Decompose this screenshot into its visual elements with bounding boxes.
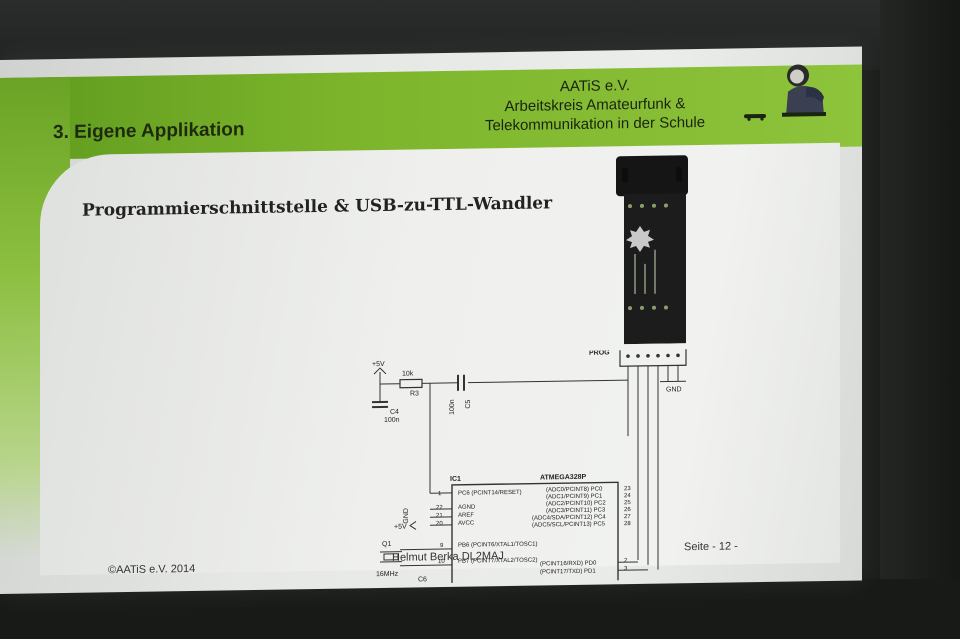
pin-left-label-4: PB6 (PCINT6/XTAL1/TOSC1) — [458, 542, 537, 549]
ic-name: IC1 — [450, 476, 461, 483]
footer-page-number: Seite - 12 - — [684, 540, 738, 554]
mascot-logo-icon — [782, 64, 826, 117]
car-logo-icon — [744, 113, 766, 121]
crystal-label: 16MHz — [376, 571, 399, 578]
atmega328p-schematic: PROG GND 10k R3 100n C5 + — [372, 349, 687, 585]
gnd-small-label: GND — [403, 508, 410, 524]
pin-left-num-0: 1 — [438, 491, 442, 497]
pin-right-label-1: (ADC1/PCINT9) PC1 — [546, 494, 603, 501]
pin-right-label-7: (PCINT17/TXD) PD1 — [540, 569, 596, 576]
pin-right-num-0: 23 — [624, 486, 631, 492]
pin-right-label-4: (ADC4/SDA/PCINT12) PC4 — [532, 514, 606, 521]
pin-left-label-1: AGND — [458, 505, 476, 511]
ic-part: ATMEGA328P — [540, 474, 586, 482]
pin-right-num-2: 25 — [624, 500, 631, 506]
pin-right-label-0: (ADC0/PCINT8) PC0 — [546, 487, 603, 494]
pin-right-num-4: 27 — [624, 514, 631, 520]
pin-right-num-7: 3 — [624, 566, 628, 572]
footer-copyright: ©AATiS e.V. 2014 — [108, 562, 196, 577]
r3-value: 10k — [402, 371, 414, 378]
c6-label: C6 — [418, 576, 427, 583]
pin-left-num-1: 22 — [436, 505, 443, 511]
pin-right-num-6: 2 — [624, 558, 628, 564]
plus5v-top-label: +5V — [372, 361, 385, 368]
gnd-label: GND — [666, 386, 682, 393]
pin-left-num-5: 10 — [438, 559, 445, 565]
pin-left-num-2: 21 — [436, 513, 443, 519]
usb-ttl-adapter-image — [616, 155, 688, 345]
pin-left-num-3: 20 — [436, 521, 443, 527]
section-title: 3. Eigene Applikation — [53, 119, 245, 144]
c5-value: 100n — [449, 399, 456, 415]
footer-author: Helmut Berka DL2MAJ — [392, 550, 504, 564]
pin-left-label-5: PB7 (PCINT7/XTAL2/TOSC2) — [458, 558, 537, 565]
c4-value: 100n — [384, 417, 400, 424]
pin-right-label-2: (ADC2/PCINT10) PC2 — [546, 500, 606, 507]
pin-right-label-3: (ADC3/PCINT11) PC3 — [546, 507, 606, 514]
pin-right-label-6: (PCINT16/RXD) PD0 — [540, 561, 597, 568]
r3-name: R3 — [410, 390, 419, 397]
c4-name: C4 — [390, 409, 399, 416]
pin-left-label-2: AREF — [458, 513, 474, 519]
pin-left-label-0: PC6 (PCINT14/RESET) — [458, 490, 522, 497]
c5-name: C5 — [465, 400, 472, 409]
pin-right-label-5: (ADC5/SCL/PCINT13) PC5 — [532, 521, 606, 528]
pin-left-label-3: AVCC — [458, 521, 475, 527]
organization-block: AATiS e.V. Arbeitskreis Amateurfunk & Te… — [440, 74, 750, 136]
plus5v-left-label: +5V — [394, 524, 407, 531]
prog-label: PROG — [589, 349, 610, 356]
pin-left-num-4: 9 — [440, 543, 444, 549]
projected-slide: 3. Eigene Applikation AATiS e.V. Arbeits… — [0, 46, 862, 595]
pin-right-num-1: 24 — [624, 493, 631, 499]
pin-right-num-5: 28 — [624, 521, 631, 527]
pin-right-num-3: 26 — [624, 507, 631, 513]
q1-label: Q1 — [382, 541, 391, 548]
room-wall-right — [880, 0, 960, 639]
